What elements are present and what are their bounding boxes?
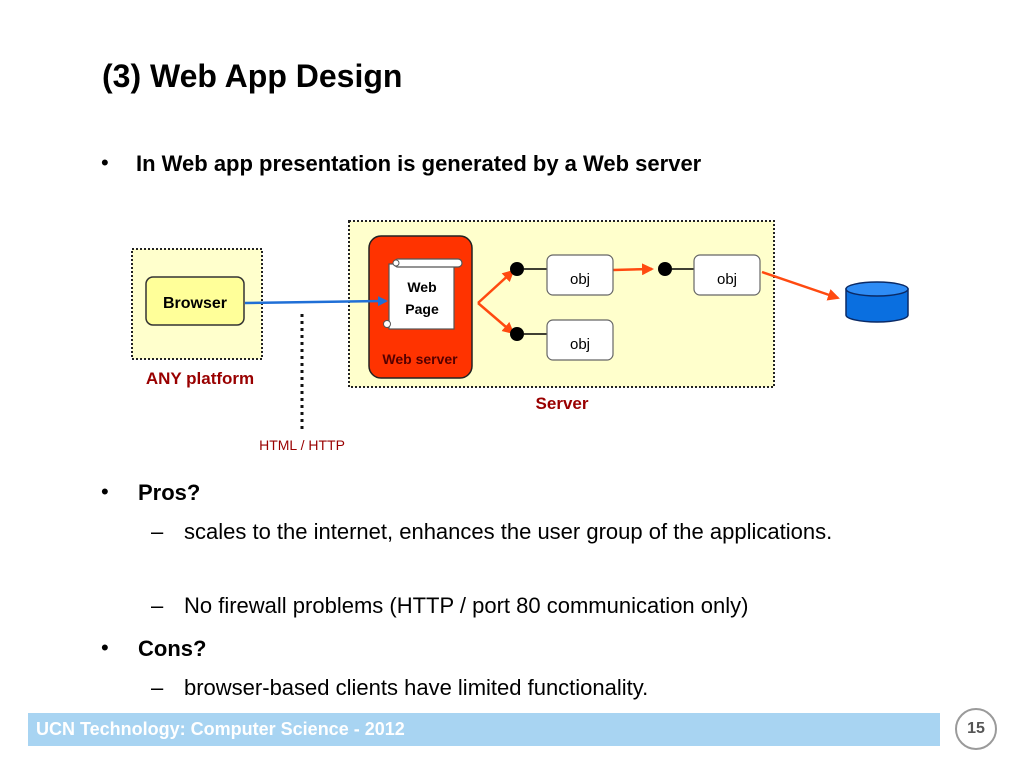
obj-label: obj bbox=[717, 271, 737, 288]
obj-label: obj bbox=[570, 336, 590, 353]
interface-dot bbox=[510, 262, 524, 276]
footer-text: UCN Technology: Computer Science - 2012 bbox=[36, 719, 405, 739]
interface-dot bbox=[658, 262, 672, 276]
obj-box bbox=[693, 254, 761, 296]
bullet-intro: In Web app presentation is generated by … bbox=[136, 151, 702, 176]
any-platform-label: ANY platform bbox=[146, 369, 254, 388]
obj-box bbox=[546, 254, 614, 296]
browser-label: Browser bbox=[163, 295, 227, 312]
obj-label: obj bbox=[570, 271, 590, 288]
server-label: Server bbox=[536, 394, 589, 413]
bullet-marker: • bbox=[101, 479, 109, 504]
arrow-to-obj-top bbox=[477, 269, 515, 304]
web-page-line2: Page bbox=[405, 301, 439, 317]
bullet-marker: • bbox=[101, 635, 109, 660]
pros-label: Pros? bbox=[138, 480, 201, 505]
pros-item: scales to the internet, enhances the use… bbox=[184, 519, 833, 544]
obj-box bbox=[546, 319, 614, 361]
page-number: 15 bbox=[955, 708, 997, 750]
dash-marker: – bbox=[151, 519, 164, 544]
architecture-diagram: Browser ANY platform Server Web server W… bbox=[131, 220, 909, 453]
slide-title: (3) Web App Design bbox=[102, 58, 403, 94]
cons-label: Cons? bbox=[138, 636, 207, 661]
web-server-label: Web server bbox=[382, 351, 458, 367]
bullet-marker: • bbox=[101, 150, 109, 175]
browser-box bbox=[145, 276, 245, 326]
arrow-obj-to-obj bbox=[612, 263, 654, 276]
request-arrow bbox=[244, 296, 388, 307]
dash-marker: – bbox=[151, 675, 164, 700]
arrow-to-database bbox=[761, 270, 840, 301]
database-icon bbox=[845, 281, 909, 323]
dash-marker: – bbox=[151, 593, 164, 618]
pros-item: No firewall problems (HTTP / port 80 com… bbox=[184, 593, 749, 618]
interface-dot bbox=[510, 327, 524, 341]
footer-bar bbox=[28, 713, 940, 746]
web-page-scroll-icon bbox=[383, 258, 463, 330]
web-page-line1: Web bbox=[407, 279, 436, 295]
cons-item: browser-based clients have limited funct… bbox=[184, 675, 649, 700]
arrow-to-obj-bottom bbox=[477, 302, 515, 335]
protocol-label: HTML / HTTP bbox=[259, 437, 345, 453]
